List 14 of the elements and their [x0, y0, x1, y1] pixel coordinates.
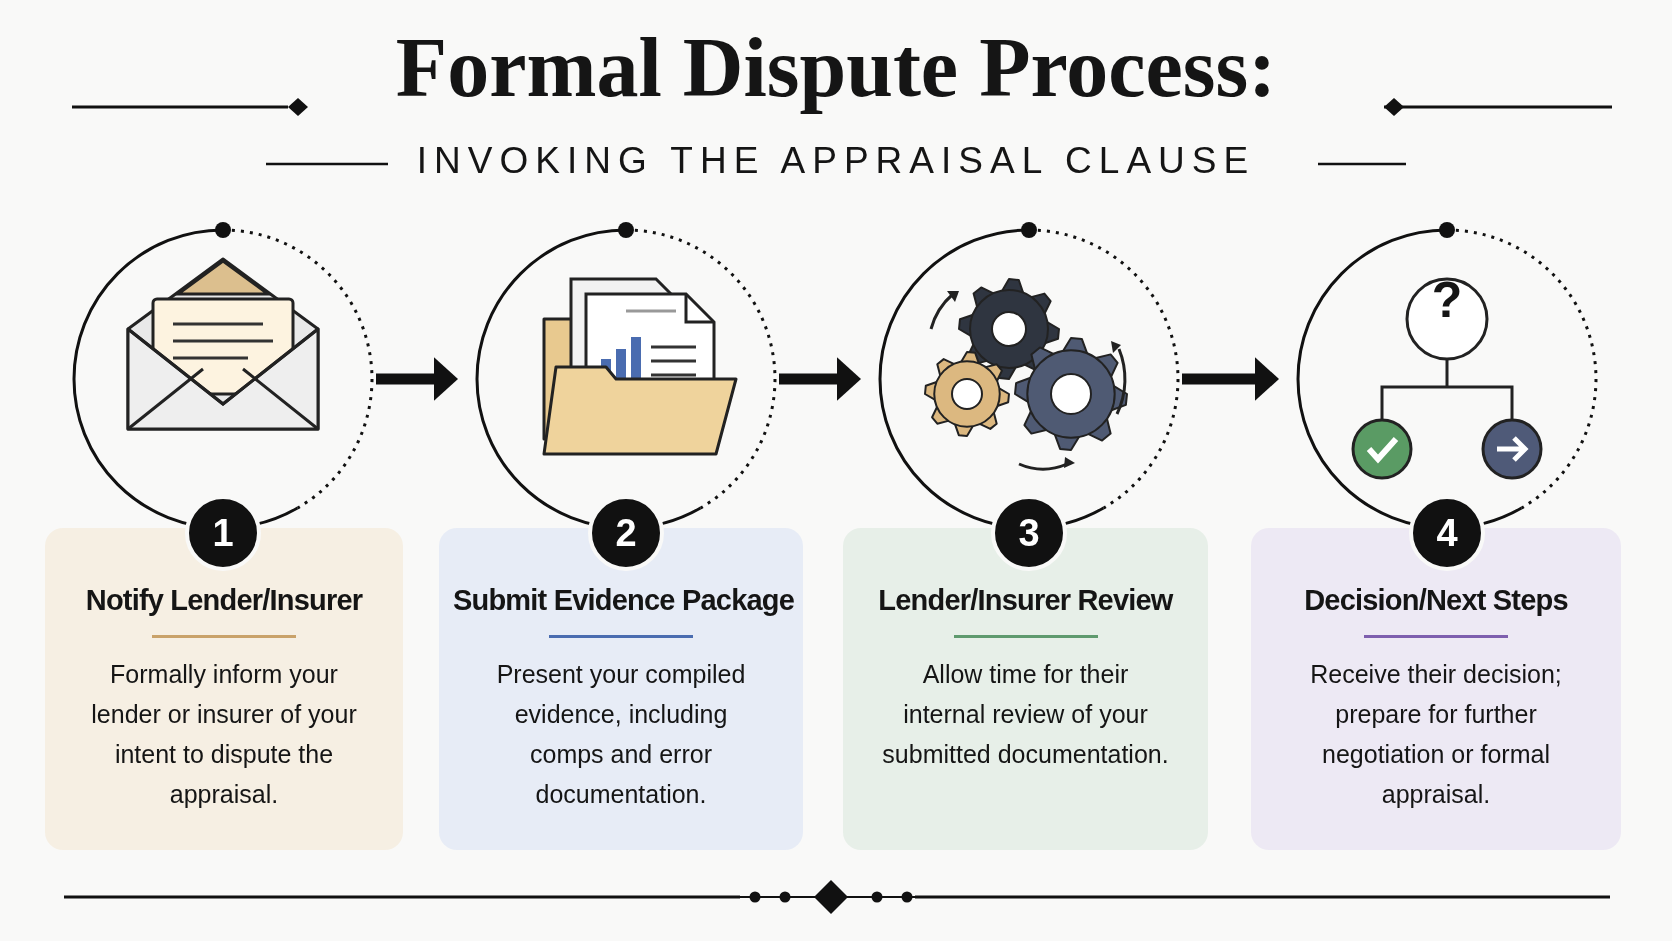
arrow — [1182, 357, 1279, 401]
step-description: Present your compiled evidence, including comps and error documentation. — [495, 659, 747, 810]
step-heading: Lender/Insurer Review — [878, 583, 1173, 618]
arrow — [376, 357, 458, 401]
step-heading: Submit Evidence Package — [453, 583, 795, 618]
arrow — [779, 357, 861, 401]
step-description: Formally inform your lender or insurer of your intent to dispute the appraisal. — [90, 659, 358, 810]
step-description: Allow time for their internal review of your submitted documentation. — [881, 659, 1170, 770]
question-mark: ? — [1430, 271, 1464, 330]
step-heading: Decision/Next Steps — [1304, 583, 1568, 618]
step-heading: Notify Lender/Insurer — [85, 583, 363, 618]
subtitle: INVOKING THE APPRAISAL CLAUSE — [416, 139, 1256, 183]
title: Formal Dispute Process: — [395, 20, 1277, 116]
step-description: Receive their decision; prepare for further negotiation or formal appraisal. — [1309, 659, 1563, 810]
